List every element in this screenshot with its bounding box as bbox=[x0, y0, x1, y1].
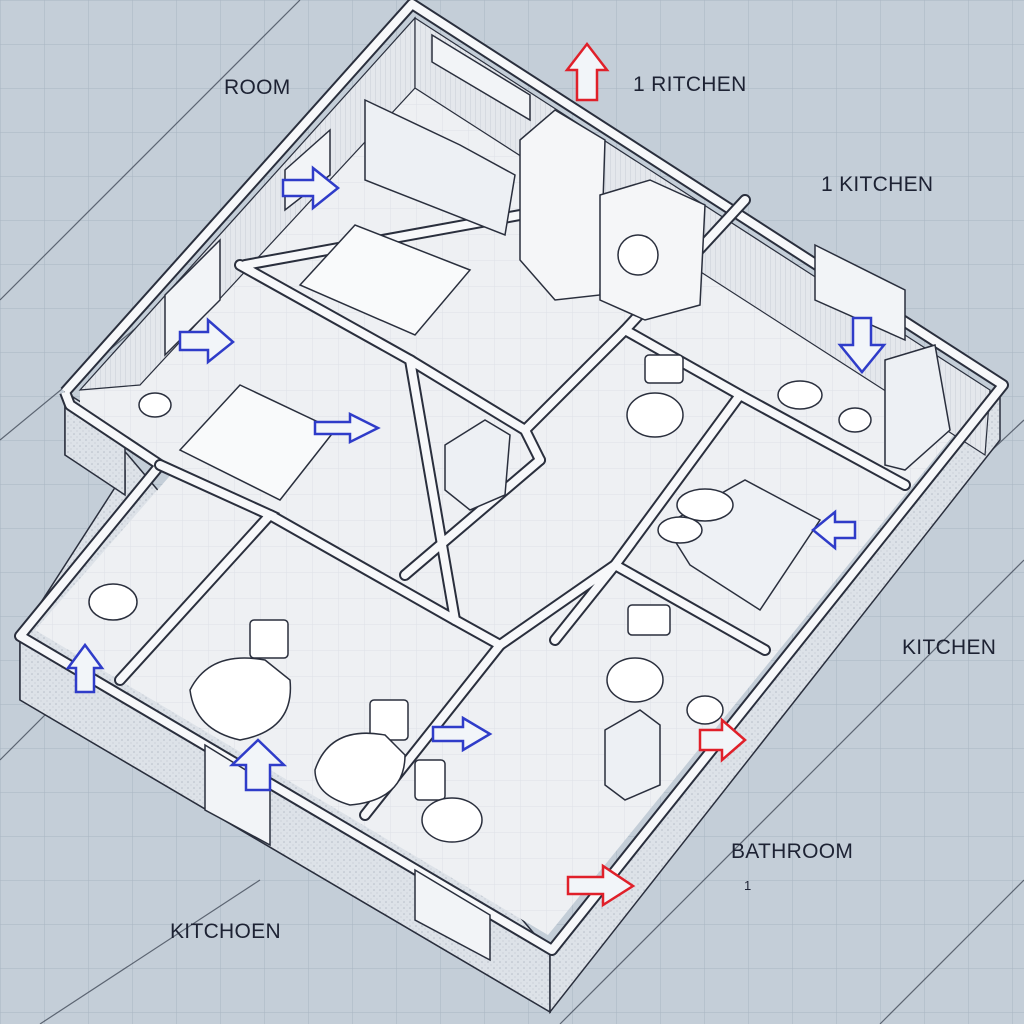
arrows bbox=[65, 41, 887, 908]
label-bathroom: BATHROOM bbox=[731, 840, 854, 863]
bathtub bbox=[189, 619, 292, 741]
bathroom-cabinet bbox=[444, 419, 661, 801]
window-kitchen bbox=[431, 33, 531, 122]
blue-up-arrow bbox=[228, 738, 288, 792]
refrigerator bbox=[519, 109, 606, 301]
red-right-arrow bbox=[566, 863, 636, 908]
window-bottom bbox=[414, 868, 491, 962]
cabinet-right bbox=[884, 344, 951, 471]
label-kitchen-top: 1 RITCHEN bbox=[633, 73, 747, 96]
label-stray-mark: 1 bbox=[744, 878, 752, 893]
window-left bbox=[164, 238, 221, 357]
blue-left-arrow bbox=[811, 509, 857, 551]
exterior-wall-top-fill bbox=[16, 0, 1007, 954]
blue-right-arrow bbox=[313, 411, 381, 445]
bed-upper bbox=[298, 224, 472, 336]
toilet bbox=[606, 604, 671, 703]
red-up-arrow bbox=[564, 41, 610, 102]
blue-down-arrow bbox=[837, 316, 887, 374]
blue-right-arrow bbox=[178, 317, 235, 365]
window-right bbox=[814, 243, 906, 342]
blue-right-arrow bbox=[281, 165, 341, 211]
windows bbox=[164, 33, 906, 962]
furniture bbox=[88, 98, 951, 843]
toilet bbox=[626, 354, 684, 438]
sink bbox=[88, 380, 872, 725]
label-room: ROOM bbox=[224, 76, 291, 99]
blue-up-arrow bbox=[65, 642, 105, 694]
kitchen-counter bbox=[364, 98, 516, 237]
label-kitchen-right-top: 1 KITCHEN bbox=[821, 173, 934, 196]
label-kitchen-right: KITCHEN bbox=[902, 636, 997, 659]
pillow bbox=[657, 516, 703, 544]
bathtub bbox=[314, 699, 409, 806]
red-right-arrow bbox=[698, 717, 747, 763]
toilet bbox=[414, 759, 483, 843]
washer-door bbox=[617, 234, 659, 276]
pillow bbox=[676, 488, 734, 522]
blue-right-arrow bbox=[431, 715, 493, 753]
label-kitchen-bottom: KITCHOEN bbox=[170, 920, 281, 943]
